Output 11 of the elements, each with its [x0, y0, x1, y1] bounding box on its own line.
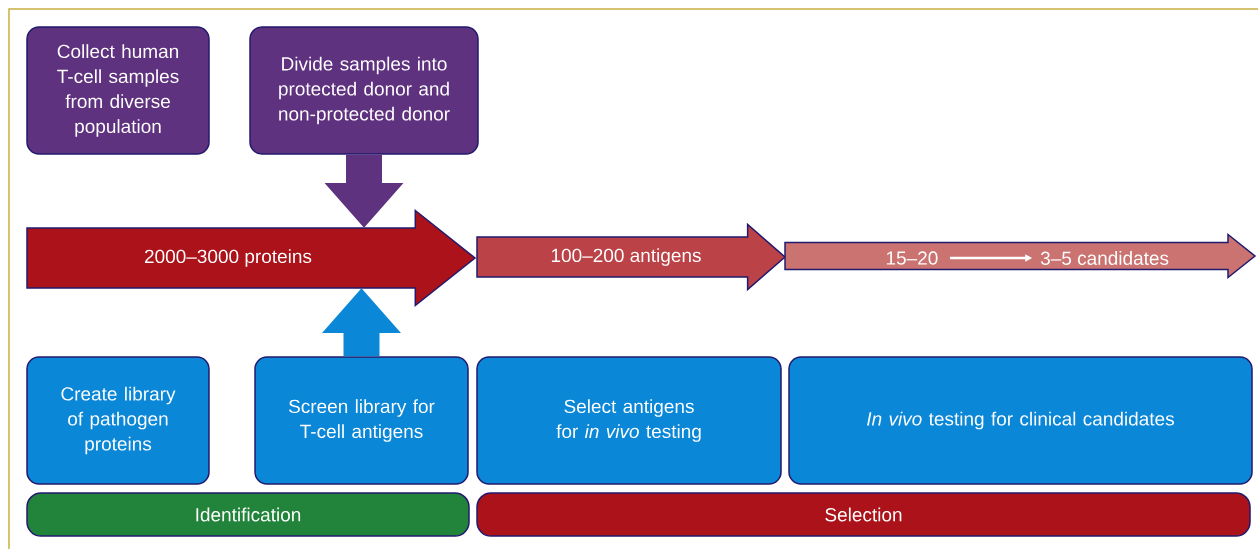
step-box: Divide samples into protected donor and non-protected donor	[249, 26, 479, 155]
stage-banner: 2000–3000 proteins	[26, 208, 477, 308]
step-box: Collect human T-cell samples from diverse population	[26, 26, 210, 155]
step-box: Select antigens for in vivo testing	[476, 356, 782, 485]
step-box: Screen library for T-cell antigens	[254, 356, 469, 485]
step-box: Create library of pathogen proteins	[26, 356, 210, 485]
phase-bar: Identification	[26, 492, 470, 537]
stage-banner: 15–20 3–5 candidates	[784, 232, 1257, 280]
phase-bar: Selection	[476, 492, 1251, 537]
stage-banner: 100–200 antigens	[476, 222, 787, 292]
step-box: In vivo testing for clinical candidates	[788, 356, 1253, 485]
